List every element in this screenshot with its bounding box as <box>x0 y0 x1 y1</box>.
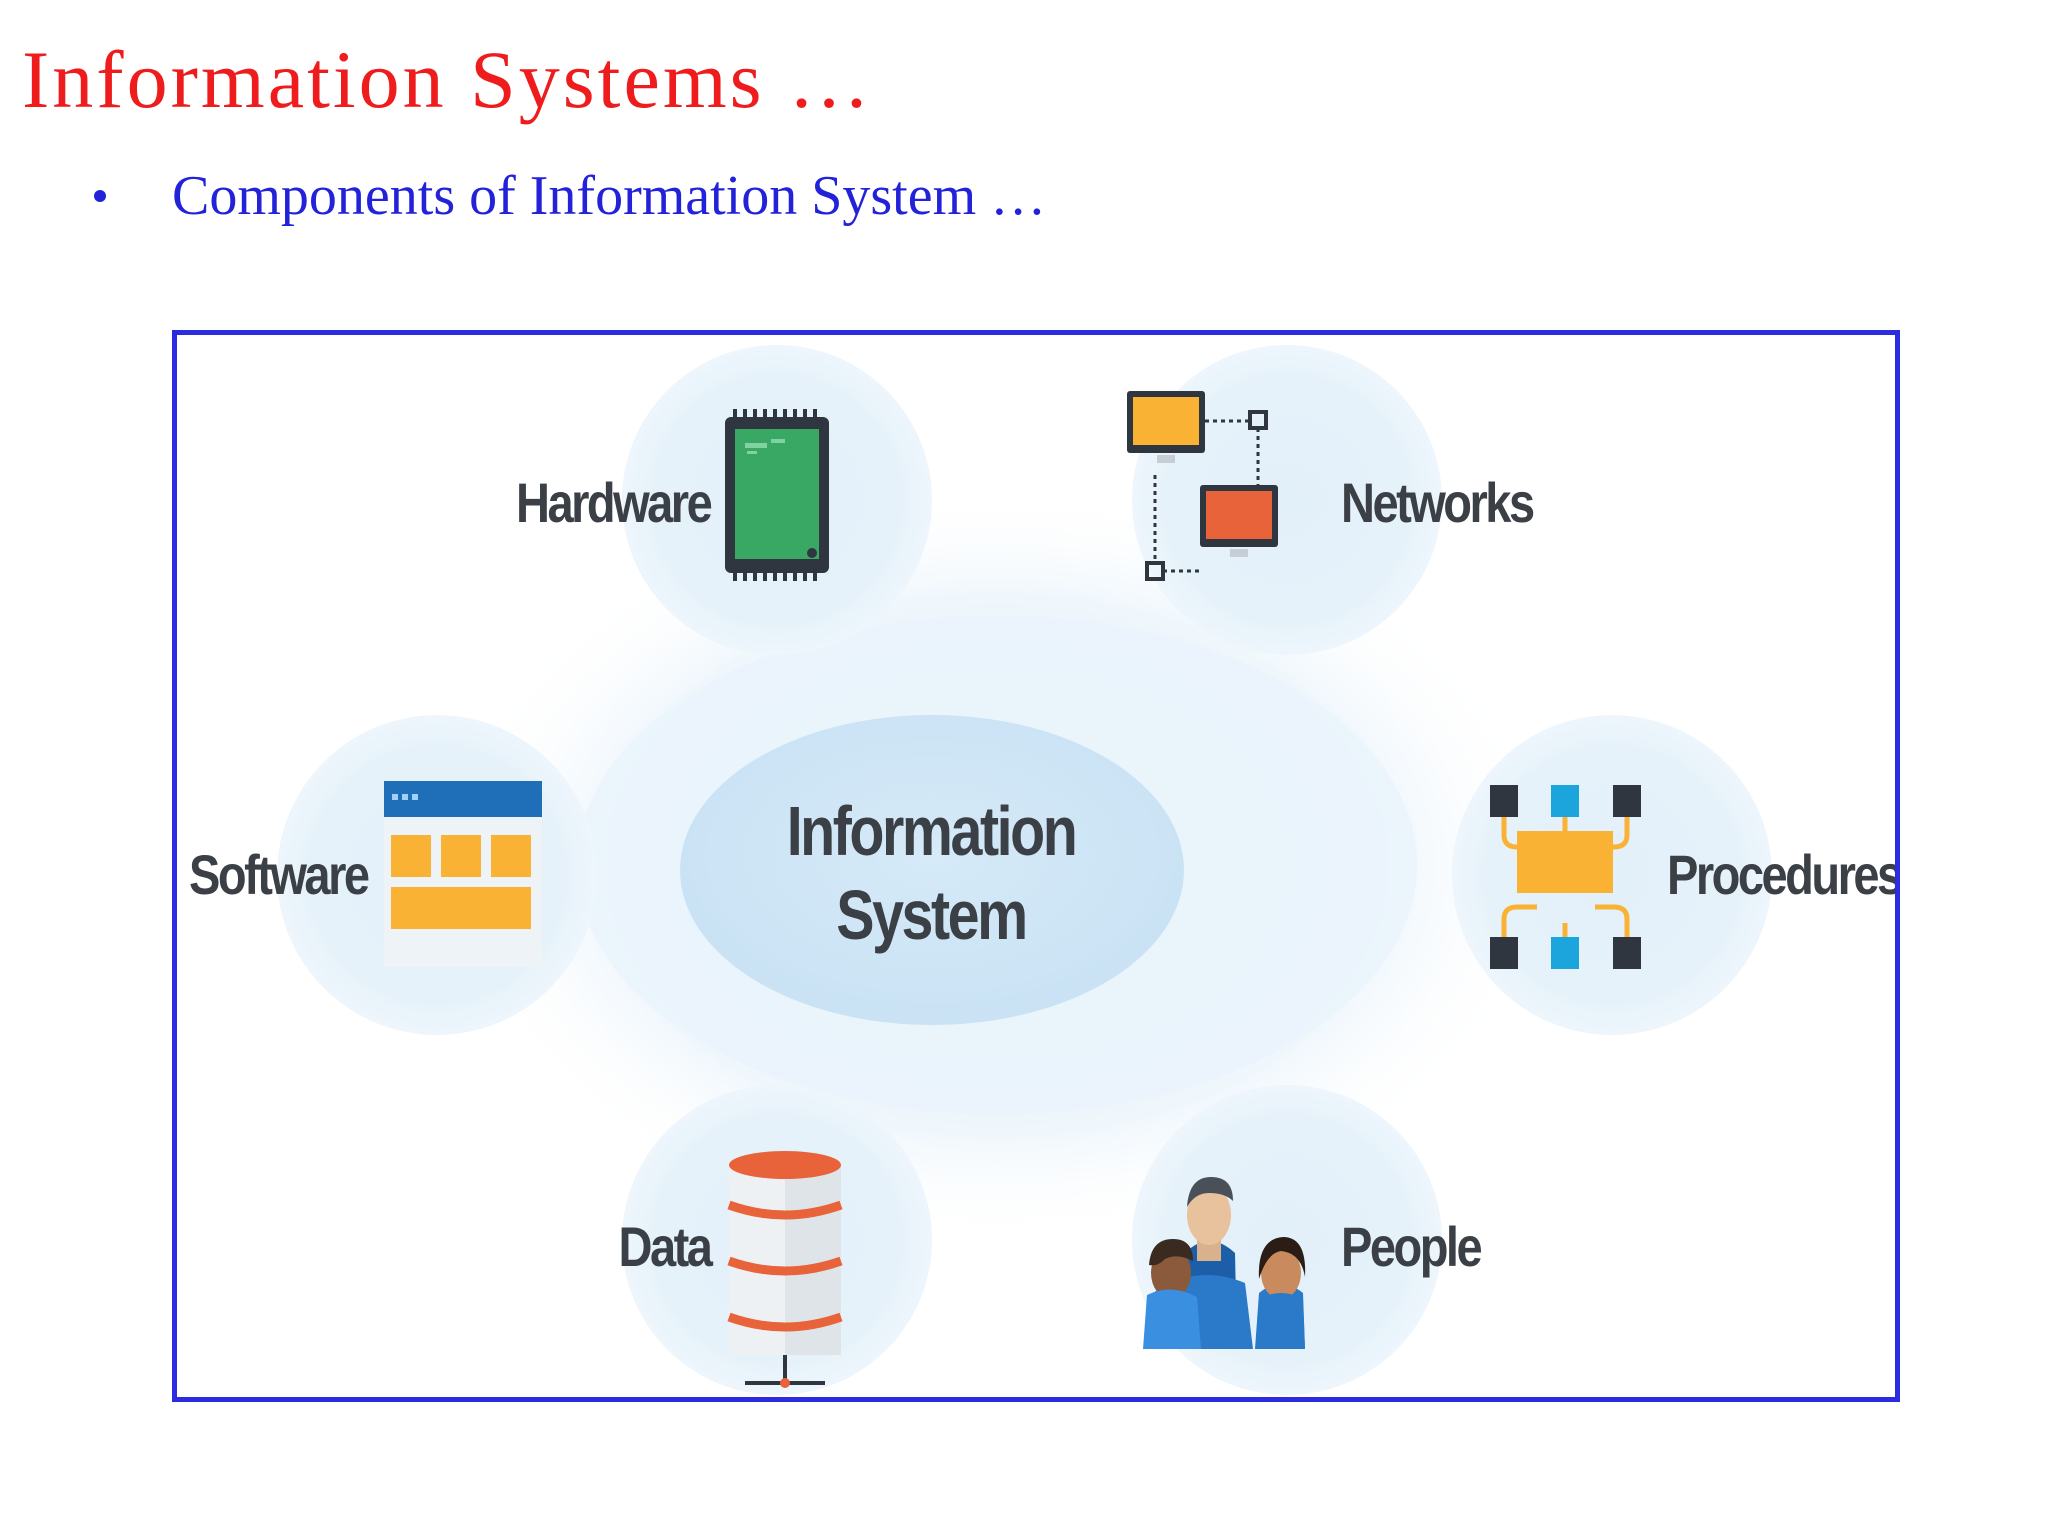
center-label-line1: Information <box>786 792 1078 870</box>
center-label-line2: System <box>836 876 1028 954</box>
software-label: Software <box>188 843 370 906</box>
bullet-item: Components of Information System … <box>94 160 1046 232</box>
networks-label: Networks <box>1341 471 1535 534</box>
center-ellipse <box>680 715 1184 1025</box>
data-label: Data <box>618 1215 712 1278</box>
diagram-canvas <box>277 345 1772 1395</box>
people-label: People <box>1341 1215 1483 1278</box>
network-computers-icon <box>1127 391 1278 581</box>
bullet-text: Components of Information System … <box>172 165 1047 227</box>
procedures-label: Procedures <box>1667 843 1900 906</box>
slide-title: Information Systems … <box>22 34 874 125</box>
application-window-icon <box>384 781 542 967</box>
center-label: Information System <box>755 789 1108 957</box>
diagram-frame: Hardware Networks Software Procedures Da… <box>172 330 1900 1402</box>
networks-bubble <box>1132 345 1442 655</box>
bullet-dot <box>94 190 106 202</box>
hardware-label: Hardware <box>515 471 713 534</box>
people-group-icon <box>1143 1177 1306 1349</box>
microchip-icon <box>725 409 829 581</box>
flowchart-icon <box>1490 785 1641 969</box>
database-icon <box>727 1151 843 1388</box>
